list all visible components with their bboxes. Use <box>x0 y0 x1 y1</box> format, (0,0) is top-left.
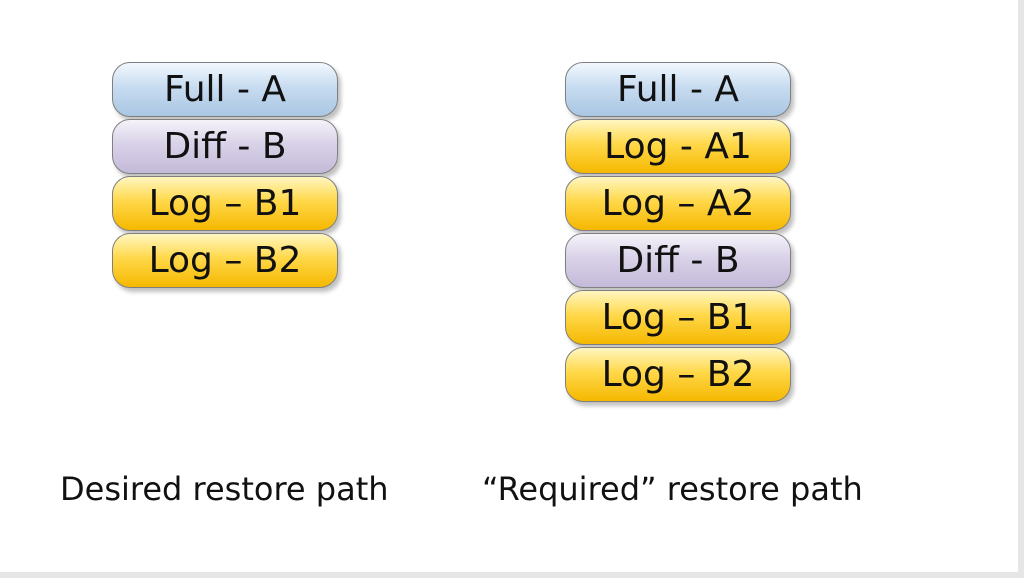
backup-block-log-b1: Log – B1 <box>565 290 791 345</box>
backup-block-log-a1: Log - A1 <box>565 119 791 174</box>
backup-block-diff-b: Diff - B <box>565 233 791 288</box>
backup-block-log-b2: Log – B2 <box>112 233 338 288</box>
required-restore-caption: “Required” restore path <box>482 470 863 508</box>
backup-block-diff-b: Diff - B <box>112 119 338 174</box>
backup-block-log-a2: Log – A2 <box>565 176 791 231</box>
backup-block-log-b2: Log – B2 <box>565 347 791 402</box>
backup-block-full-a: Full - A <box>565 62 791 117</box>
backup-block-log-b1: Log – B1 <box>112 176 338 231</box>
backup-block-full-a: Full - A <box>112 62 338 117</box>
desired-restore-caption: Desired restore path <box>60 470 389 508</box>
desired-restore-stack: Full - A Diff - B Log – B1 Log – B2 <box>112 62 340 290</box>
required-restore-stack: Full - A Log - A1 Log – A2 Diff - B Log … <box>565 62 793 404</box>
